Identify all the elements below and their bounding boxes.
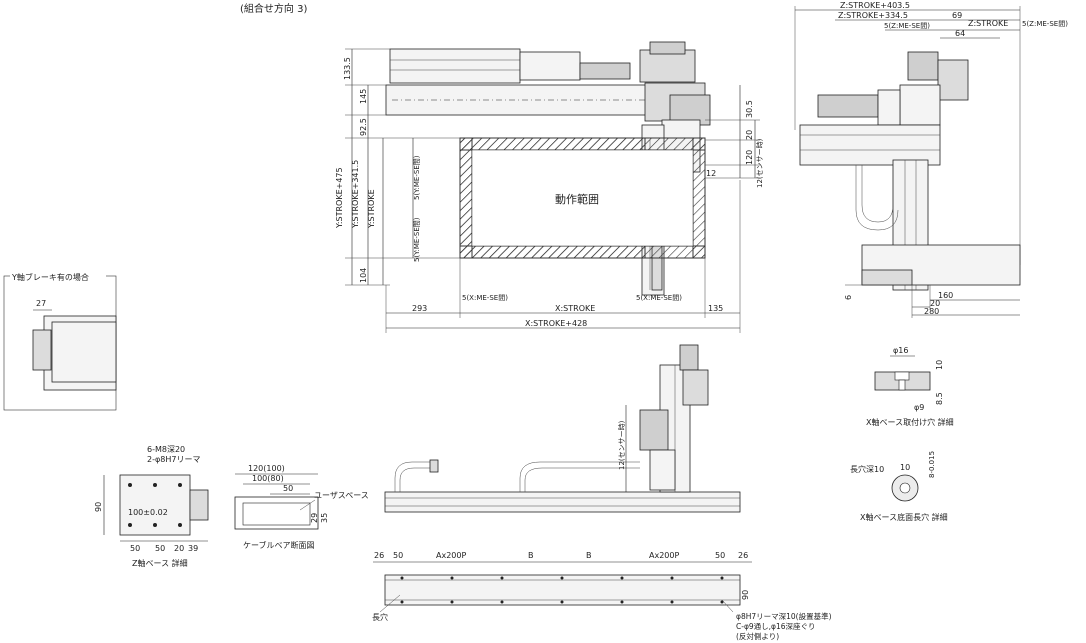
z-me-2: 5(Z:ME-SE間) <box>1022 20 1068 28</box>
dim-145: 145 <box>359 89 368 104</box>
dim-135: 135 <box>708 304 723 313</box>
z-base-b3: 20 <box>174 544 184 553</box>
bv-d7: 50 <box>715 551 725 560</box>
bv-height: 90 <box>741 590 750 600</box>
x-mount-d1: φ16 <box>893 346 908 355</box>
z-me-1: 5(Z:ME-SE間) <box>884 22 930 30</box>
x-mount-caption: X軸ベース取付け穴 詳細 <box>866 417 954 427</box>
side-view: Z:STROKE+403.5 Z:STROKE+334.5 69 5(Z:ME-… <box>794 1 1068 318</box>
x-mount-h2: 8.5 <box>935 392 944 405</box>
bv-d8: 26 <box>738 551 748 560</box>
z-base-holes-1: 6-M8深20 <box>147 445 185 454</box>
cable-w3: 50 <box>283 484 293 493</box>
dim-12-sensor: 12(センサー時) <box>756 138 764 188</box>
dim-92-5: 92.5 <box>359 118 368 136</box>
bottom-view: 26 50 Ax200P B B Ax200P 50 26 90 長穴 φ8H7… <box>372 551 832 641</box>
dim-120: 120 <box>745 150 754 165</box>
z-base-detail: 6-M8深20 2-φ8H7リーマ 100±0.02 90 50 50 20 3… <box>94 445 209 568</box>
bv-note-3: (反対側より) <box>736 631 779 641</box>
y-me-top: 5(Y:ME-SE間) <box>413 155 421 200</box>
dim-69: 69 <box>952 11 962 20</box>
x-mount-h1: 10 <box>935 360 944 370</box>
brake-dim: 27 <box>36 299 46 308</box>
bv-d5: B <box>586 551 592 560</box>
combination-label: (組合せ方向 3) <box>240 2 307 15</box>
dim-z-stroke: Z:STROKE <box>968 19 1008 28</box>
dim-x-total: X:STROKE+428 <box>525 319 587 328</box>
dim-104: 104 <box>359 268 368 283</box>
x-slot-h: 8-0.015 <box>928 451 936 478</box>
cable-w1: 120(100) <box>248 464 285 473</box>
x-me-left: 5(X:ME-SE間) <box>462 294 508 302</box>
cable-space: ユーザスペース <box>314 491 369 500</box>
bv-d6: Ax200P <box>649 551 679 560</box>
front-sensor: 12(センサー時) <box>618 420 626 470</box>
x-slot-label: 長穴深10 <box>850 464 884 474</box>
z-base-b4: 39 <box>188 544 198 553</box>
bv-d4: B <box>528 551 534 560</box>
dim-z-334: Z:STROKE+334.5 <box>838 11 908 20</box>
cable-section: 120(100) 100(80) 50 ユーザスペース 29 35 ケーブルベア… <box>234 464 369 550</box>
y-me-bottom: 5(Y:ME-SE間) <box>413 217 421 262</box>
cable-caption: ケーブルベア断面図 <box>243 540 315 550</box>
dim-280: 280 <box>924 307 939 316</box>
cable-h2: 35 <box>320 513 329 523</box>
dim-133-5: 133.5 <box>343 57 352 80</box>
brake-title: Y軸ブレーキ有の場合 <box>11 272 89 282</box>
main-top-view: 動作範囲 133.5 145 92.5 104 Y:STROKE+475 Y:S… <box>335 41 764 333</box>
x-mount-d2: φ9 <box>914 403 924 412</box>
z-base-center: 100±0.02 <box>128 508 168 517</box>
z-base-caption: Z軸ベース 詳細 <box>132 558 188 568</box>
bv-slot: 長穴 <box>372 612 388 622</box>
cable-w2: 100(80) <box>252 474 284 483</box>
x-slot-caption: X軸ベース底面長穴 詳細 <box>860 512 948 522</box>
dim-20: 20 <box>745 130 754 140</box>
dim-12: 12 <box>706 169 716 178</box>
brake-detail: Y軸ブレーキ有の場合 27 <box>3 271 117 411</box>
z-base-b1: 50 <box>130 544 140 553</box>
dim-y-stroke-475: Y:STROKE+475 <box>335 167 344 229</box>
dim-293: 293 <box>412 304 427 313</box>
z-base-holes-2: 2-φ8H7リーマ <box>147 455 200 464</box>
dim-64: 64 <box>955 29 965 38</box>
bv-d3: Ax200P <box>436 551 466 560</box>
bv-d2: 50 <box>393 551 403 560</box>
x-slot-detail: 長穴深10 10 8-0.015 X軸ベース底面長穴 詳細 <box>850 451 948 522</box>
dim-z-403: Z:STROKE+403.5 <box>840 1 910 10</box>
dim-6: 6 <box>844 295 853 300</box>
dim-30-5: 30.5 <box>745 100 754 118</box>
front-view: 12(センサー時) <box>384 344 741 513</box>
bv-note-1: φ8H7リーマ深10(設置基準) <box>736 611 832 621</box>
x-slot-w: 10 <box>900 463 910 472</box>
z-base-height: 90 <box>94 502 103 512</box>
bv-d1: 26 <box>374 551 384 560</box>
dim-y-stroke-341: Y:STROKE+341.5 <box>351 160 360 229</box>
x-mount-detail: φ16 φ9 10 8.5 X軸ベース取付け穴 詳細 <box>866 346 954 427</box>
area-label: 動作範囲 <box>555 192 599 206</box>
dim-160: 160 <box>938 291 953 300</box>
z-base-b2: 50 <box>155 544 165 553</box>
x-me-right: 5(X:ME-SE間) <box>636 294 682 302</box>
dim-y-stroke: Y:STROKE <box>367 189 376 229</box>
dim-20b: 20 <box>930 299 940 308</box>
dim-x-stroke: X:STROKE <box>555 304 595 313</box>
cable-h1: 29 <box>310 513 319 523</box>
bv-note-2: C-φ9通し,φ16深座ぐり <box>736 621 816 631</box>
